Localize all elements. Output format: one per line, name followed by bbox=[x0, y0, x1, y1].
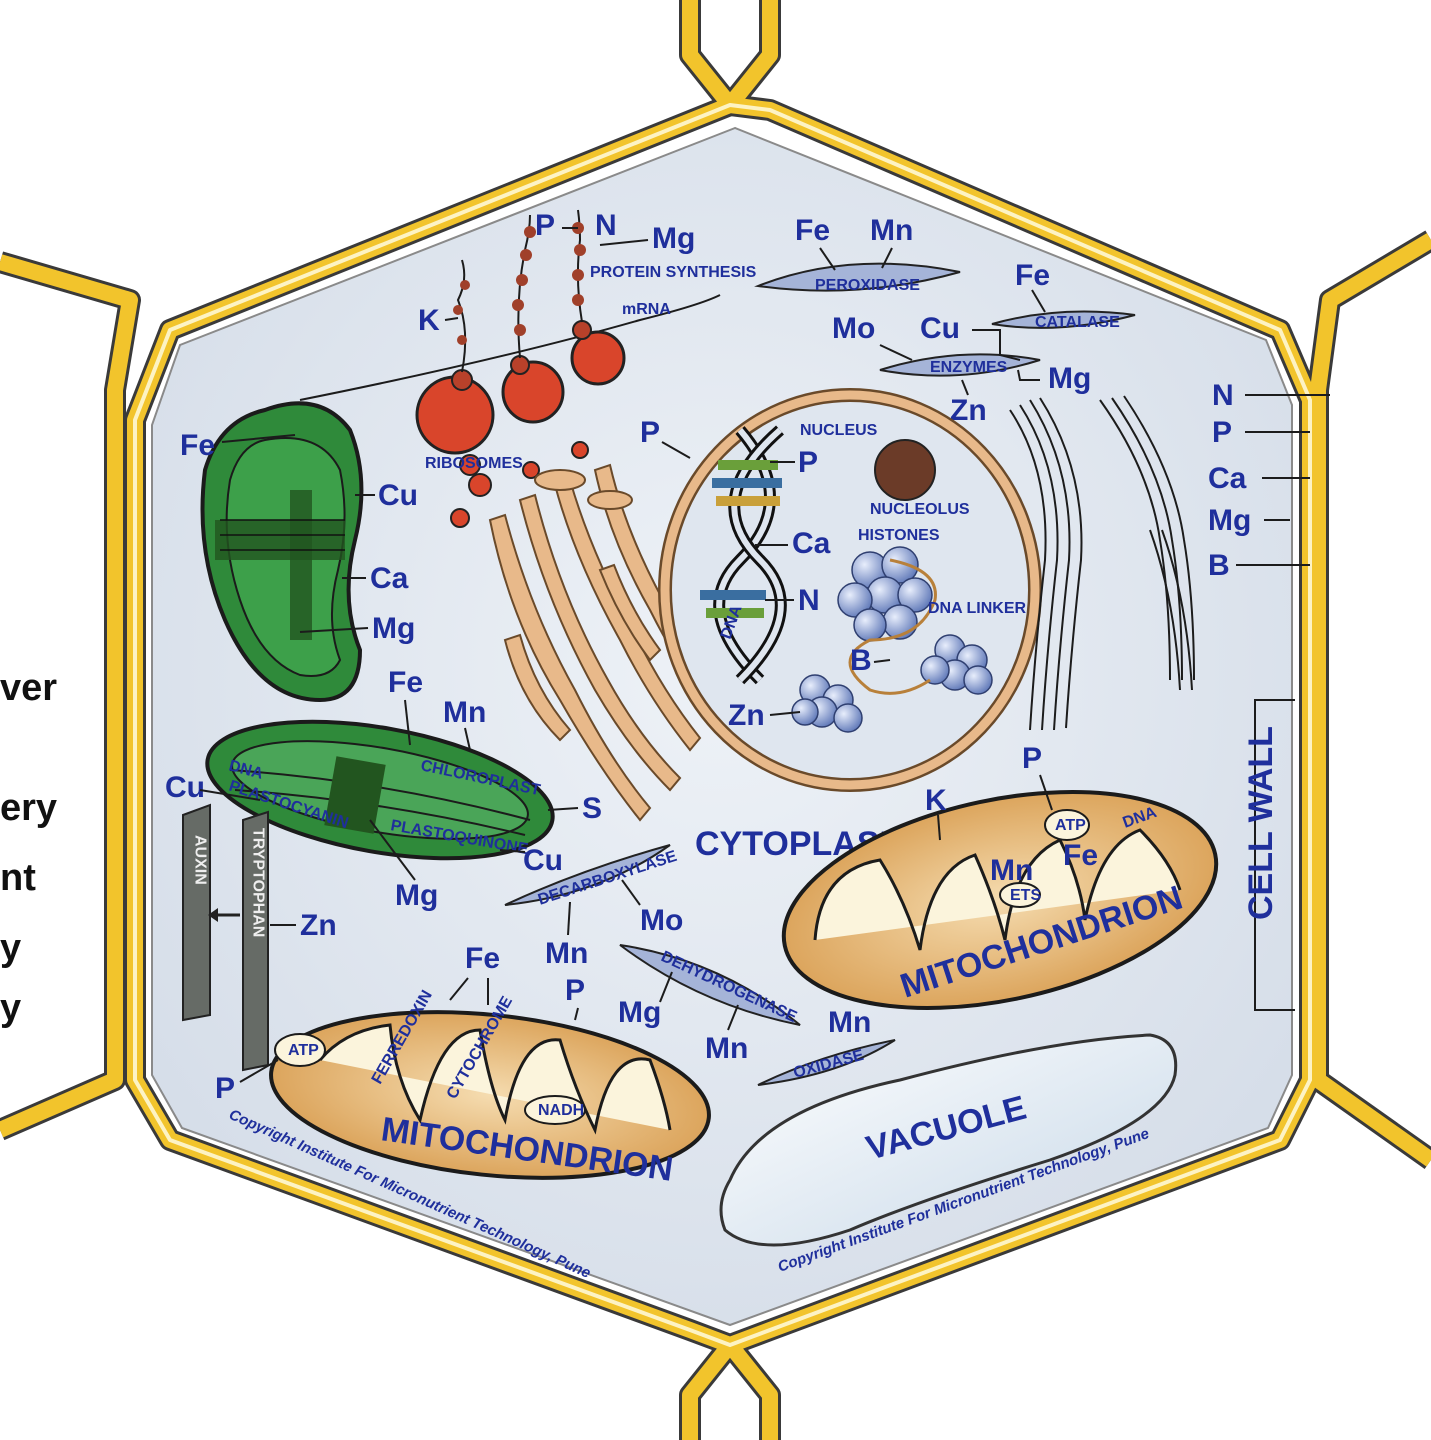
element-label: Mn bbox=[990, 854, 1033, 887]
element-label: P bbox=[565, 974, 585, 1007]
catalase-label: CATALASE bbox=[1035, 314, 1120, 331]
element-label: P bbox=[535, 209, 555, 242]
element-label: Mg bbox=[1048, 362, 1091, 395]
element-label: N bbox=[1212, 379, 1234, 412]
element-label: Zn bbox=[300, 909, 337, 942]
element-label: P bbox=[1022, 742, 1042, 775]
element-label: Mg bbox=[1208, 504, 1251, 537]
element-label: Cu bbox=[378, 479, 418, 512]
element-label: P bbox=[798, 446, 818, 479]
tryptophan-label: TRYPTOPHAN bbox=[250, 828, 267, 937]
nadh-label: NADH bbox=[538, 1102, 584, 1119]
element-label: S bbox=[582, 792, 602, 825]
element-label: Ca bbox=[1208, 462, 1247, 495]
element-label: Cu bbox=[165, 771, 205, 804]
element-label: Mg bbox=[618, 996, 661, 1029]
element-label: Fe bbox=[1063, 839, 1098, 872]
element-label: Zn bbox=[728, 699, 765, 732]
side-text-group: ver ery nt y y bbox=[0, 667, 57, 1029]
enzymes-label: ENZYMES bbox=[930, 359, 1008, 376]
mito-atp-label: ATP bbox=[1055, 817, 1086, 834]
dna-linker-label: DNA LINKER bbox=[928, 600, 1027, 617]
element-label: K bbox=[418, 304, 440, 337]
element-label: N bbox=[798, 584, 820, 617]
element-label: Ca bbox=[792, 527, 831, 560]
element-label: K bbox=[925, 784, 947, 817]
element-label: Fe bbox=[180, 429, 215, 462]
element-label: Mn bbox=[545, 937, 588, 970]
cell-wall-label: CELL WALL bbox=[1242, 726, 1280, 920]
histones-label: HISTONES bbox=[858, 527, 940, 544]
side-text: ery bbox=[0, 787, 57, 829]
element-label: Mo bbox=[832, 312, 875, 345]
side-text: ver bbox=[0, 667, 57, 709]
element-label: Mn bbox=[870, 214, 913, 247]
element-label: Mn bbox=[443, 696, 486, 729]
auxin-label: AUXIN bbox=[192, 835, 209, 885]
side-text: nt bbox=[0, 857, 36, 899]
mito-atp-label: ATP bbox=[288, 1042, 319, 1059]
nucleolus bbox=[875, 440, 935, 500]
element-label: Ca bbox=[370, 562, 409, 595]
nucleus-label: NUCLEUS bbox=[800, 422, 878, 439]
element-label: Fe bbox=[795, 214, 830, 247]
ribosome bbox=[572, 332, 624, 384]
element-label: Cu bbox=[523, 844, 563, 877]
element-label: B bbox=[850, 644, 872, 677]
element-label: B bbox=[1208, 549, 1230, 582]
side-text: y bbox=[0, 927, 21, 969]
element-label: Fe bbox=[388, 666, 423, 699]
element-label: Mn bbox=[828, 1006, 871, 1039]
peroxidase-label: PEROXIDASE bbox=[815, 277, 920, 294]
element-label: Mn bbox=[705, 1032, 748, 1065]
nucleolus-label: NUCLEOLUS bbox=[870, 501, 970, 518]
element-label: P bbox=[1212, 416, 1232, 449]
element-label: Mg bbox=[652, 222, 695, 255]
element-label: Mg bbox=[372, 612, 415, 645]
element-label: P bbox=[215, 1072, 235, 1105]
element-label: Mo bbox=[640, 904, 683, 937]
mrna-label: mRNA bbox=[622, 301, 671, 318]
element-label: Fe bbox=[465, 942, 500, 975]
ets-label: ETS bbox=[1010, 887, 1041, 904]
element-label: Mg bbox=[395, 879, 438, 912]
side-text: y bbox=[0, 987, 21, 1029]
element-label: Cu bbox=[920, 312, 960, 345]
element-label: Fe bbox=[1015, 259, 1050, 292]
element-label: N bbox=[595, 209, 617, 242]
ribosomes-label: RIBOSOMES bbox=[425, 455, 523, 472]
protein-synthesis-label: PROTEIN SYNTHESIS bbox=[590, 264, 757, 281]
element-label: P bbox=[640, 416, 660, 449]
